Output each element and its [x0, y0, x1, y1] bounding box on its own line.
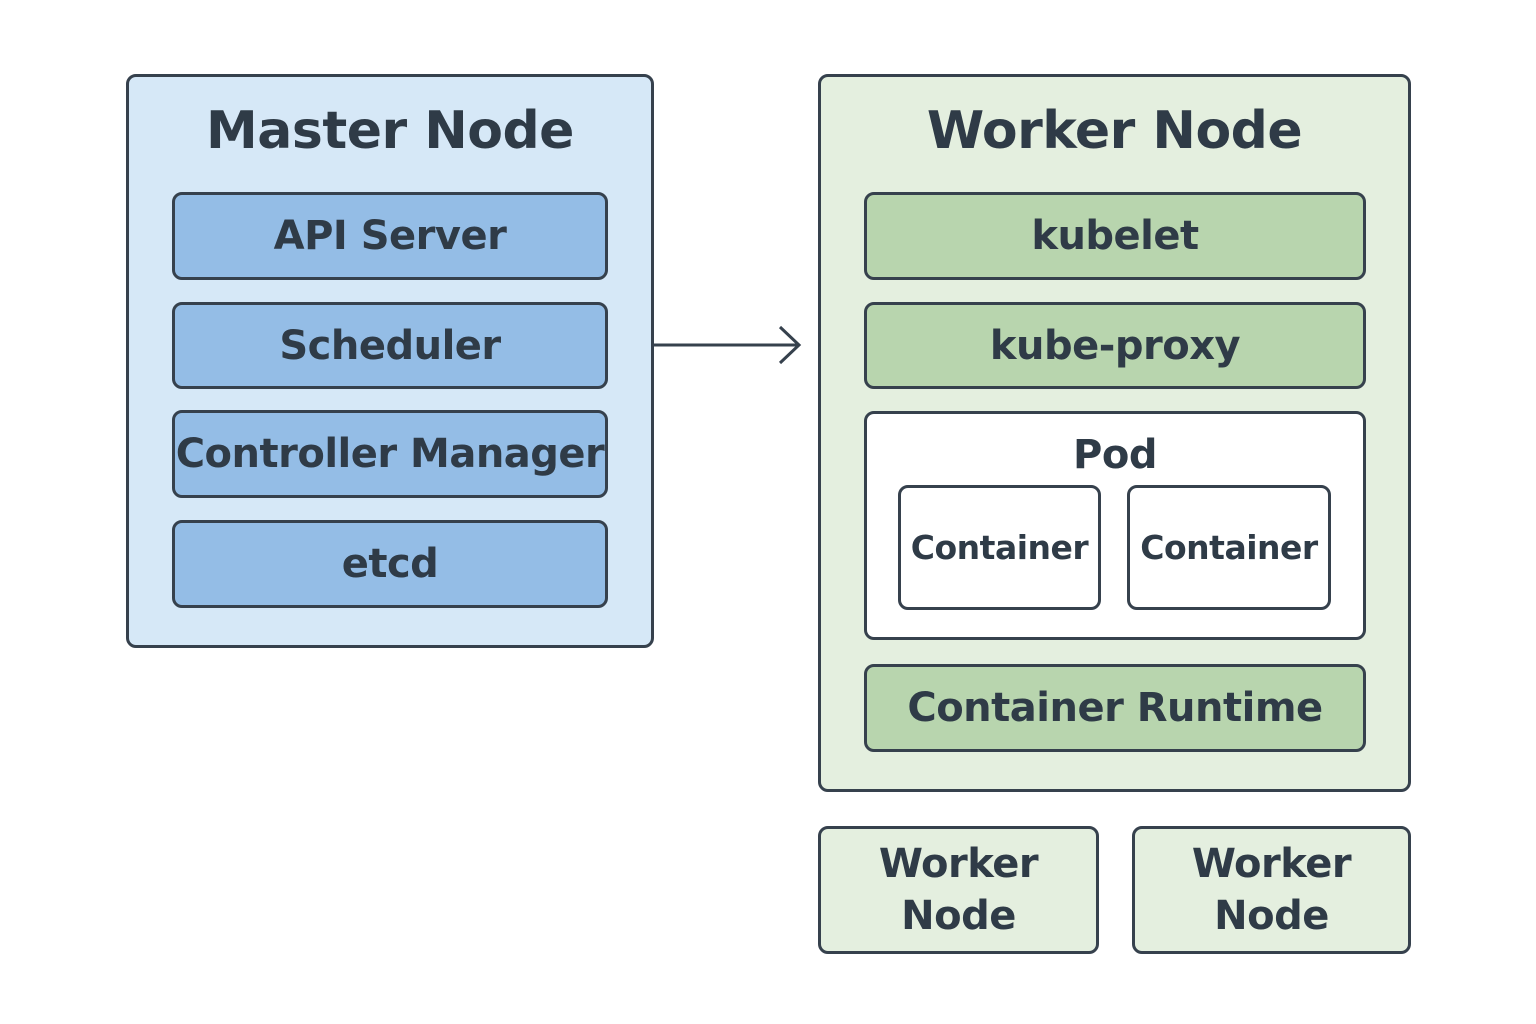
extra-worker-node-box: Worker Node	[818, 826, 1099, 954]
etcd-box: etcd	[172, 520, 608, 608]
kubelet-box: kubelet	[864, 192, 1366, 280]
container-box: Container	[1127, 485, 1331, 610]
worker-node-label-line2: Node	[901, 893, 1016, 939]
kube-proxy-box: kube-proxy	[864, 302, 1366, 389]
controller-manager-box: Controller Manager	[172, 410, 608, 498]
scheduler-box: Scheduler	[172, 302, 608, 389]
worker-node-label-line2: Node	[1214, 893, 1329, 939]
api-server-box: API Server	[172, 192, 608, 280]
worker-node-label-line1: Worker	[1191, 841, 1352, 887]
worker-node-label-line1: Worker	[878, 841, 1039, 887]
master-node-title: Master Node	[206, 101, 574, 161]
pod-label: Pod	[1073, 432, 1157, 478]
extra-worker-node-box: Worker Node	[1132, 826, 1411, 954]
container-runtime-box: Container Runtime	[864, 664, 1366, 752]
container-box: Container	[898, 485, 1101, 610]
worker-node-title: Worker Node	[926, 101, 1303, 161]
